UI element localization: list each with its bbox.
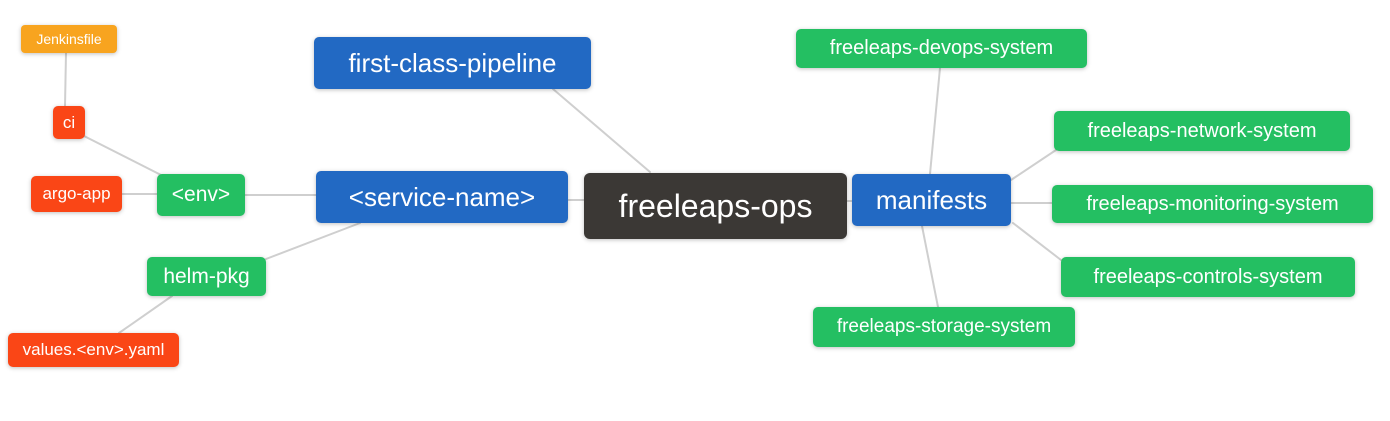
edge-env-ci <box>83 135 164 177</box>
node-freeleaps-monitoring-system[interactable]: freeleaps-monitoring-system <box>1052 185 1373 223</box>
node-freeleaps-network-system[interactable]: freeleaps-network-system <box>1054 111 1350 151</box>
edge-manifests-storage-system <box>921 225 939 308</box>
node-values-env-yaml[interactable]: values.<env>.yaml <box>8 333 179 367</box>
node-first-class-pipeline[interactable]: first-class-pipeline <box>314 37 591 89</box>
node-manifests[interactable]: manifests <box>852 174 1011 226</box>
edge-manifests-network-system <box>1010 149 1057 181</box>
node-root-freeleaps-ops[interactable]: freeleaps-ops <box>584 173 847 239</box>
node-service-name[interactable]: <service-name> <box>316 171 568 223</box>
edge-service-name-helm-pkg <box>265 222 361 260</box>
edge-root-first-class-pipeline <box>552 88 651 173</box>
node-helm-pkg[interactable]: helm-pkg <box>147 257 266 296</box>
edge-manifests-controls-system <box>1012 222 1062 261</box>
node-freeleaps-devops-system[interactable]: freeleaps-devops-system <box>796 29 1087 68</box>
edge-manifests-devops-system <box>929 67 941 175</box>
edge-ci-jenkinsfile <box>64 52 67 107</box>
node-freeleaps-controls-system[interactable]: freeleaps-controls-system <box>1061 257 1355 297</box>
node-freeleaps-storage-system[interactable]: freeleaps-storage-system <box>813 307 1075 347</box>
node-jenkinsfile[interactable]: Jenkinsfile <box>21 25 117 53</box>
node-argo-app[interactable]: argo-app <box>31 176 122 212</box>
node-env[interactable]: <env> <box>157 174 245 216</box>
node-ci[interactable]: ci <box>53 106 85 139</box>
edge-helm-pkg-values <box>118 295 173 334</box>
